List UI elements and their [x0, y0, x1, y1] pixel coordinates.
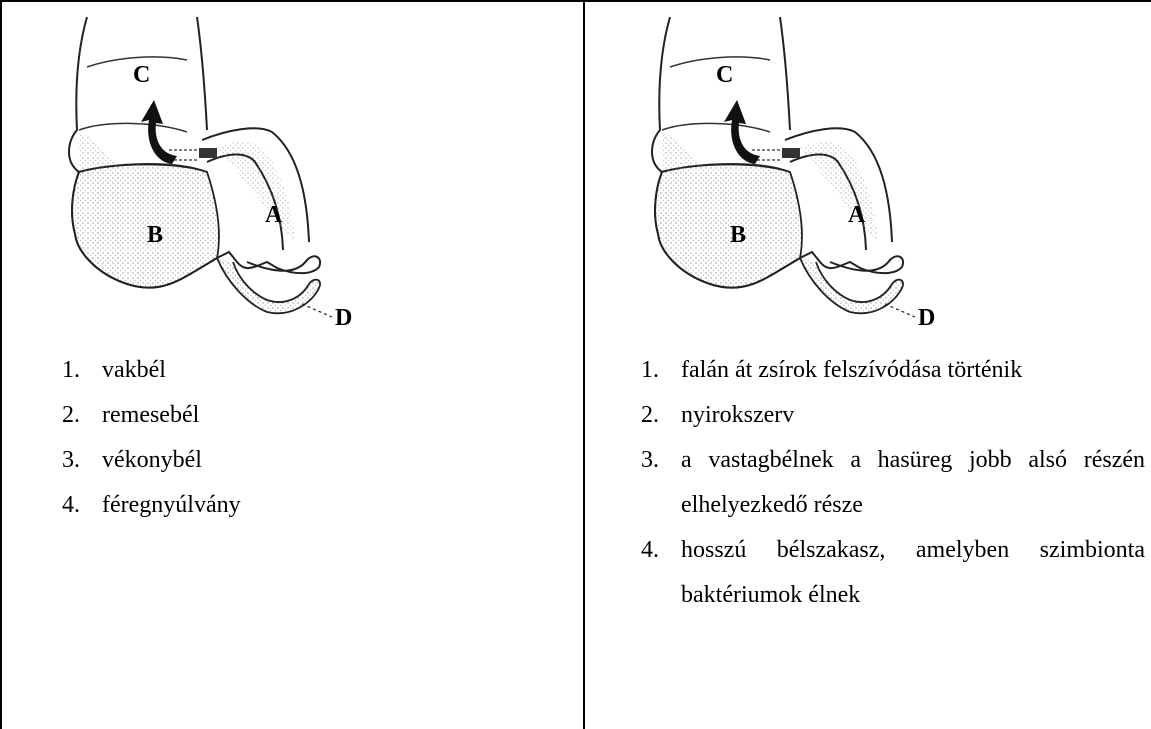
label-c: C — [133, 62, 150, 88]
list-item: 1. vakbél — [62, 348, 542, 393]
label-c: C — [716, 62, 733, 88]
label-a: A — [265, 202, 283, 228]
label-d: D — [335, 305, 352, 331]
list-item: 1. falán át zsírok felszívódása történik — [641, 348, 1145, 393]
intestine-figure-left: C B A D — [57, 12, 377, 332]
label-b: B — [730, 222, 746, 248]
right-cell: C B A D 1. falán át zsírok felszívódása … — [585, 2, 1151, 729]
left-cell: C B A D 1. vakbél 2. remesebél 3. vékony… — [2, 2, 583, 729]
list-item: 2. nyirokszerv — [641, 393, 1145, 438]
intestine-figure-right: C B A D — [640, 12, 960, 332]
label-d: D — [918, 305, 935, 331]
right-list: 1. falán át zsírok felszívódása történik… — [641, 348, 1145, 618]
list-item: 2. remesebél — [62, 393, 542, 438]
list-item: 4. féregnyúlvány — [62, 483, 542, 528]
label-b: B — [147, 222, 163, 248]
list-item: 4. hosszú bélszakasz, amelyben szimbiont… — [641, 528, 1145, 618]
label-a: A — [848, 202, 866, 228]
list-item: 3. a vastagbélnek a hasüreg jobb alsó ré… — [641, 438, 1145, 528]
left-list: 1. vakbél 2. remesebél 3. vékonybél 4. f… — [62, 348, 542, 528]
list-item: 3. vékonybél — [62, 438, 542, 483]
